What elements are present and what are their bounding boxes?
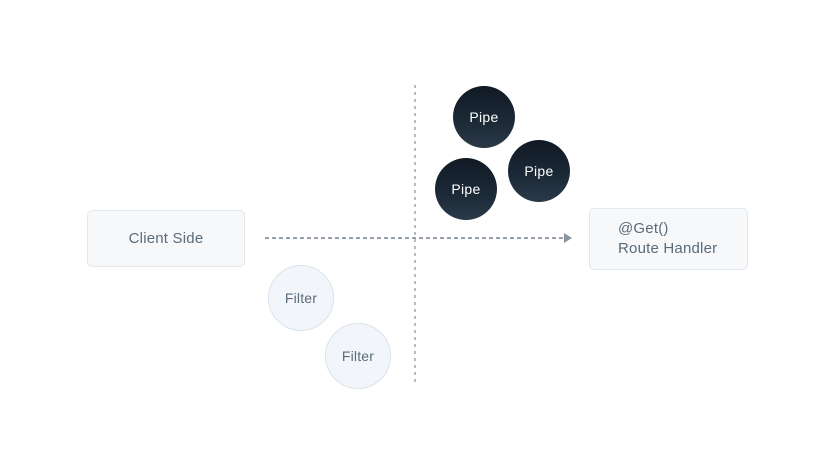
- pipe-circle: Pipe: [435, 158, 497, 220]
- route-handler-label: Route Handler: [618, 240, 718, 257]
- pipe-label: Pipe: [524, 163, 554, 179]
- filter-circle: Filter: [268, 265, 334, 331]
- pipe-label: Pipe: [469, 109, 499, 125]
- get-decorator-label: @Get(): [618, 220, 669, 237]
- client-side-box: Client Side: [87, 210, 245, 267]
- request-flow-dashed-line: [265, 237, 566, 239]
- pipe-circle: Pipe: [508, 140, 570, 202]
- arrowhead-icon: [564, 233, 572, 243]
- filter-label: Filter: [341, 348, 375, 364]
- filter-circle: Filter: [325, 323, 391, 389]
- vertical-dashed-divider: [414, 85, 416, 385]
- route-handler-box: @Get() Route Handler: [589, 208, 748, 270]
- pipe-label: Pipe: [451, 181, 481, 197]
- client-side-label: Client Side: [128, 230, 204, 247]
- pipe-circle: Pipe: [453, 86, 515, 148]
- filter-label: Filter: [284, 290, 318, 306]
